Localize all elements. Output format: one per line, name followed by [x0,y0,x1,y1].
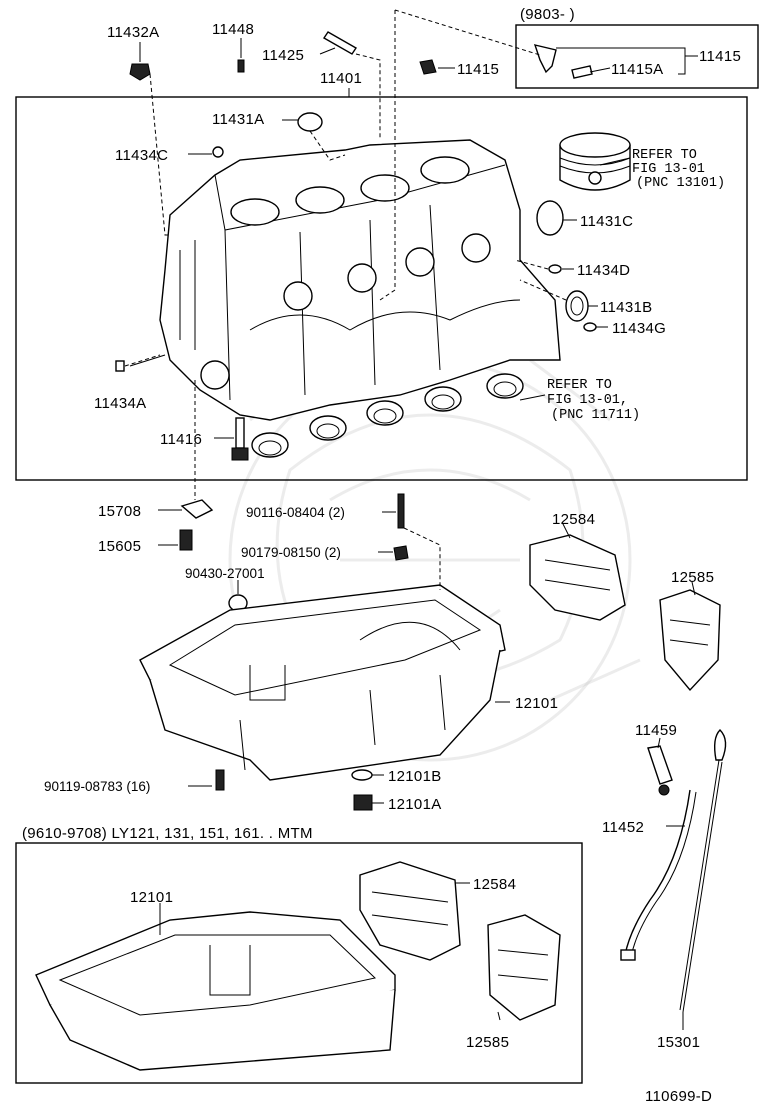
label-11431B[interactable]: 11431B [600,299,652,316]
label-11416[interactable]: 11416 [160,431,202,448]
label-12585-variant[interactable]: 12585 [466,1034,509,1051]
plug-11432A[interactable] [129,63,151,81]
seal-11431B[interactable] [565,290,589,322]
stud-11425[interactable] [323,31,357,55]
label-90119[interactable]: 90119-08783 (16) [44,779,150,794]
label-11425[interactable]: 11425 [262,47,304,64]
label-90179[interactable]: 90179-08150 (2) [241,545,341,560]
ref-piston-line1: REFER TO [632,148,697,163]
label-11431A[interactable]: 11431A [212,111,264,128]
ref-bearing-line2: FIG 13-01, [547,393,628,408]
dipstick-15301[interactable] [679,729,727,1013]
ref-piston-line2: FIG 13-01 [632,162,705,177]
pin-11434C[interactable] [212,146,224,158]
pin-11434D[interactable] [548,264,562,274]
cylinder-block-11401[interactable] [159,139,561,421]
baffle-12585-upper[interactable] [659,589,721,692]
nut-90179[interactable] [393,545,409,561]
label-12101A[interactable]: 12101A [388,796,442,813]
guide-bracket-11459[interactable] [647,745,673,796]
label-90430[interactable]: 90430-27001 [185,566,265,581]
variant-box-9803: (9803- ) [515,6,759,89]
nut-11415[interactable] [419,59,437,75]
plug-11431C[interactable] [536,200,564,236]
piston-reference-icon[interactable] [559,132,631,191]
oil-pan-variant-frame [15,842,583,1084]
bearing-4 [424,386,462,412]
bearing-1 [251,432,289,458]
label-15301[interactable]: 15301 [657,1034,700,1051]
sensor-15605[interactable] [179,529,193,551]
label-15605[interactable]: 15605 [98,538,141,555]
label-15708[interactable]: 15708 [98,503,141,520]
diagram-code: 110699-D [645,1088,712,1105]
variant-title-9610: (9610-9708) LY121, 131, 151, 161. . MTM [22,825,313,842]
ref-bearing-line1: REFER TO [547,378,612,393]
label-11448[interactable]: 11448 [212,21,254,38]
bearing-5 [486,373,524,399]
bolt-11416[interactable] [231,417,249,461]
main-bearing-set[interactable] [251,373,524,458]
label-11459[interactable]: 11459 [635,722,677,739]
plug-11431A[interactable] [297,112,323,132]
label-12585-top[interactable]: 12585 [671,569,714,586]
oil-pan-12101[interactable] [139,584,506,781]
baffle-12584-variant[interactable] [359,861,461,961]
ref-bearing-line3: (PNC 11711) [551,408,640,423]
label-12584-variant[interactable]: 12584 [473,876,516,893]
baffle-12585-variant[interactable] [487,914,561,1021]
label-11434C[interactable]: 11434C [115,147,168,164]
label-11452[interactable]: 11452 [602,819,644,836]
bearing-3 [366,400,404,426]
label-11434A[interactable]: 11434A [94,395,146,412]
label-11431C[interactable]: 11431C [580,213,633,230]
pin-11434G[interactable] [583,322,597,332]
label-11434G[interactable]: 11434G [612,320,666,337]
label-12101-variant[interactable]: 12101 [130,889,173,906]
label-11415-right[interactable]: 11415 [699,48,741,65]
oil-pan-12101-variant[interactable] [35,911,396,1071]
label-12584-top[interactable]: 12584 [552,511,595,528]
label-12101-top[interactable]: 12101 [515,695,558,712]
bearing-2 [309,415,347,441]
bracket-15708[interactable] [180,499,214,519]
label-11415A[interactable]: 11415A [611,61,663,78]
leader-lines [124,9,698,1030]
gasket-12101B[interactable] [351,769,373,781]
drain-plug-12101A[interactable] [353,794,373,811]
label-11432A[interactable]: 11432A [107,24,159,41]
variant-code-9803: (9803- ) [520,6,575,23]
label-11415-top[interactable]: 11415 [457,61,499,78]
part-labels: 11432A 11448 11425 11401 11415 11415A 11… [44,21,741,1105]
label-90116[interactable]: 90116-08404 (2) [246,505,345,520]
cylinder-block-group-frame [15,96,748,481]
pin-11434A[interactable] [115,360,125,372]
ref-piston-line3: (PNC 13101) [636,176,725,191]
bracket-11415-variant[interactable] [533,44,593,79]
label-11434D[interactable]: 11434D [577,262,630,279]
baffle-12584-upper[interactable] [529,534,626,621]
bolt-90119[interactable] [215,769,225,791]
label-11401[interactable]: 11401 [320,70,362,87]
label-12101B[interactable]: 12101B [388,768,442,785]
pin-11448[interactable] [237,59,245,73]
dipstick-guide-11452[interactable] [620,789,697,961]
stud-90116[interactable] [397,493,405,529]
